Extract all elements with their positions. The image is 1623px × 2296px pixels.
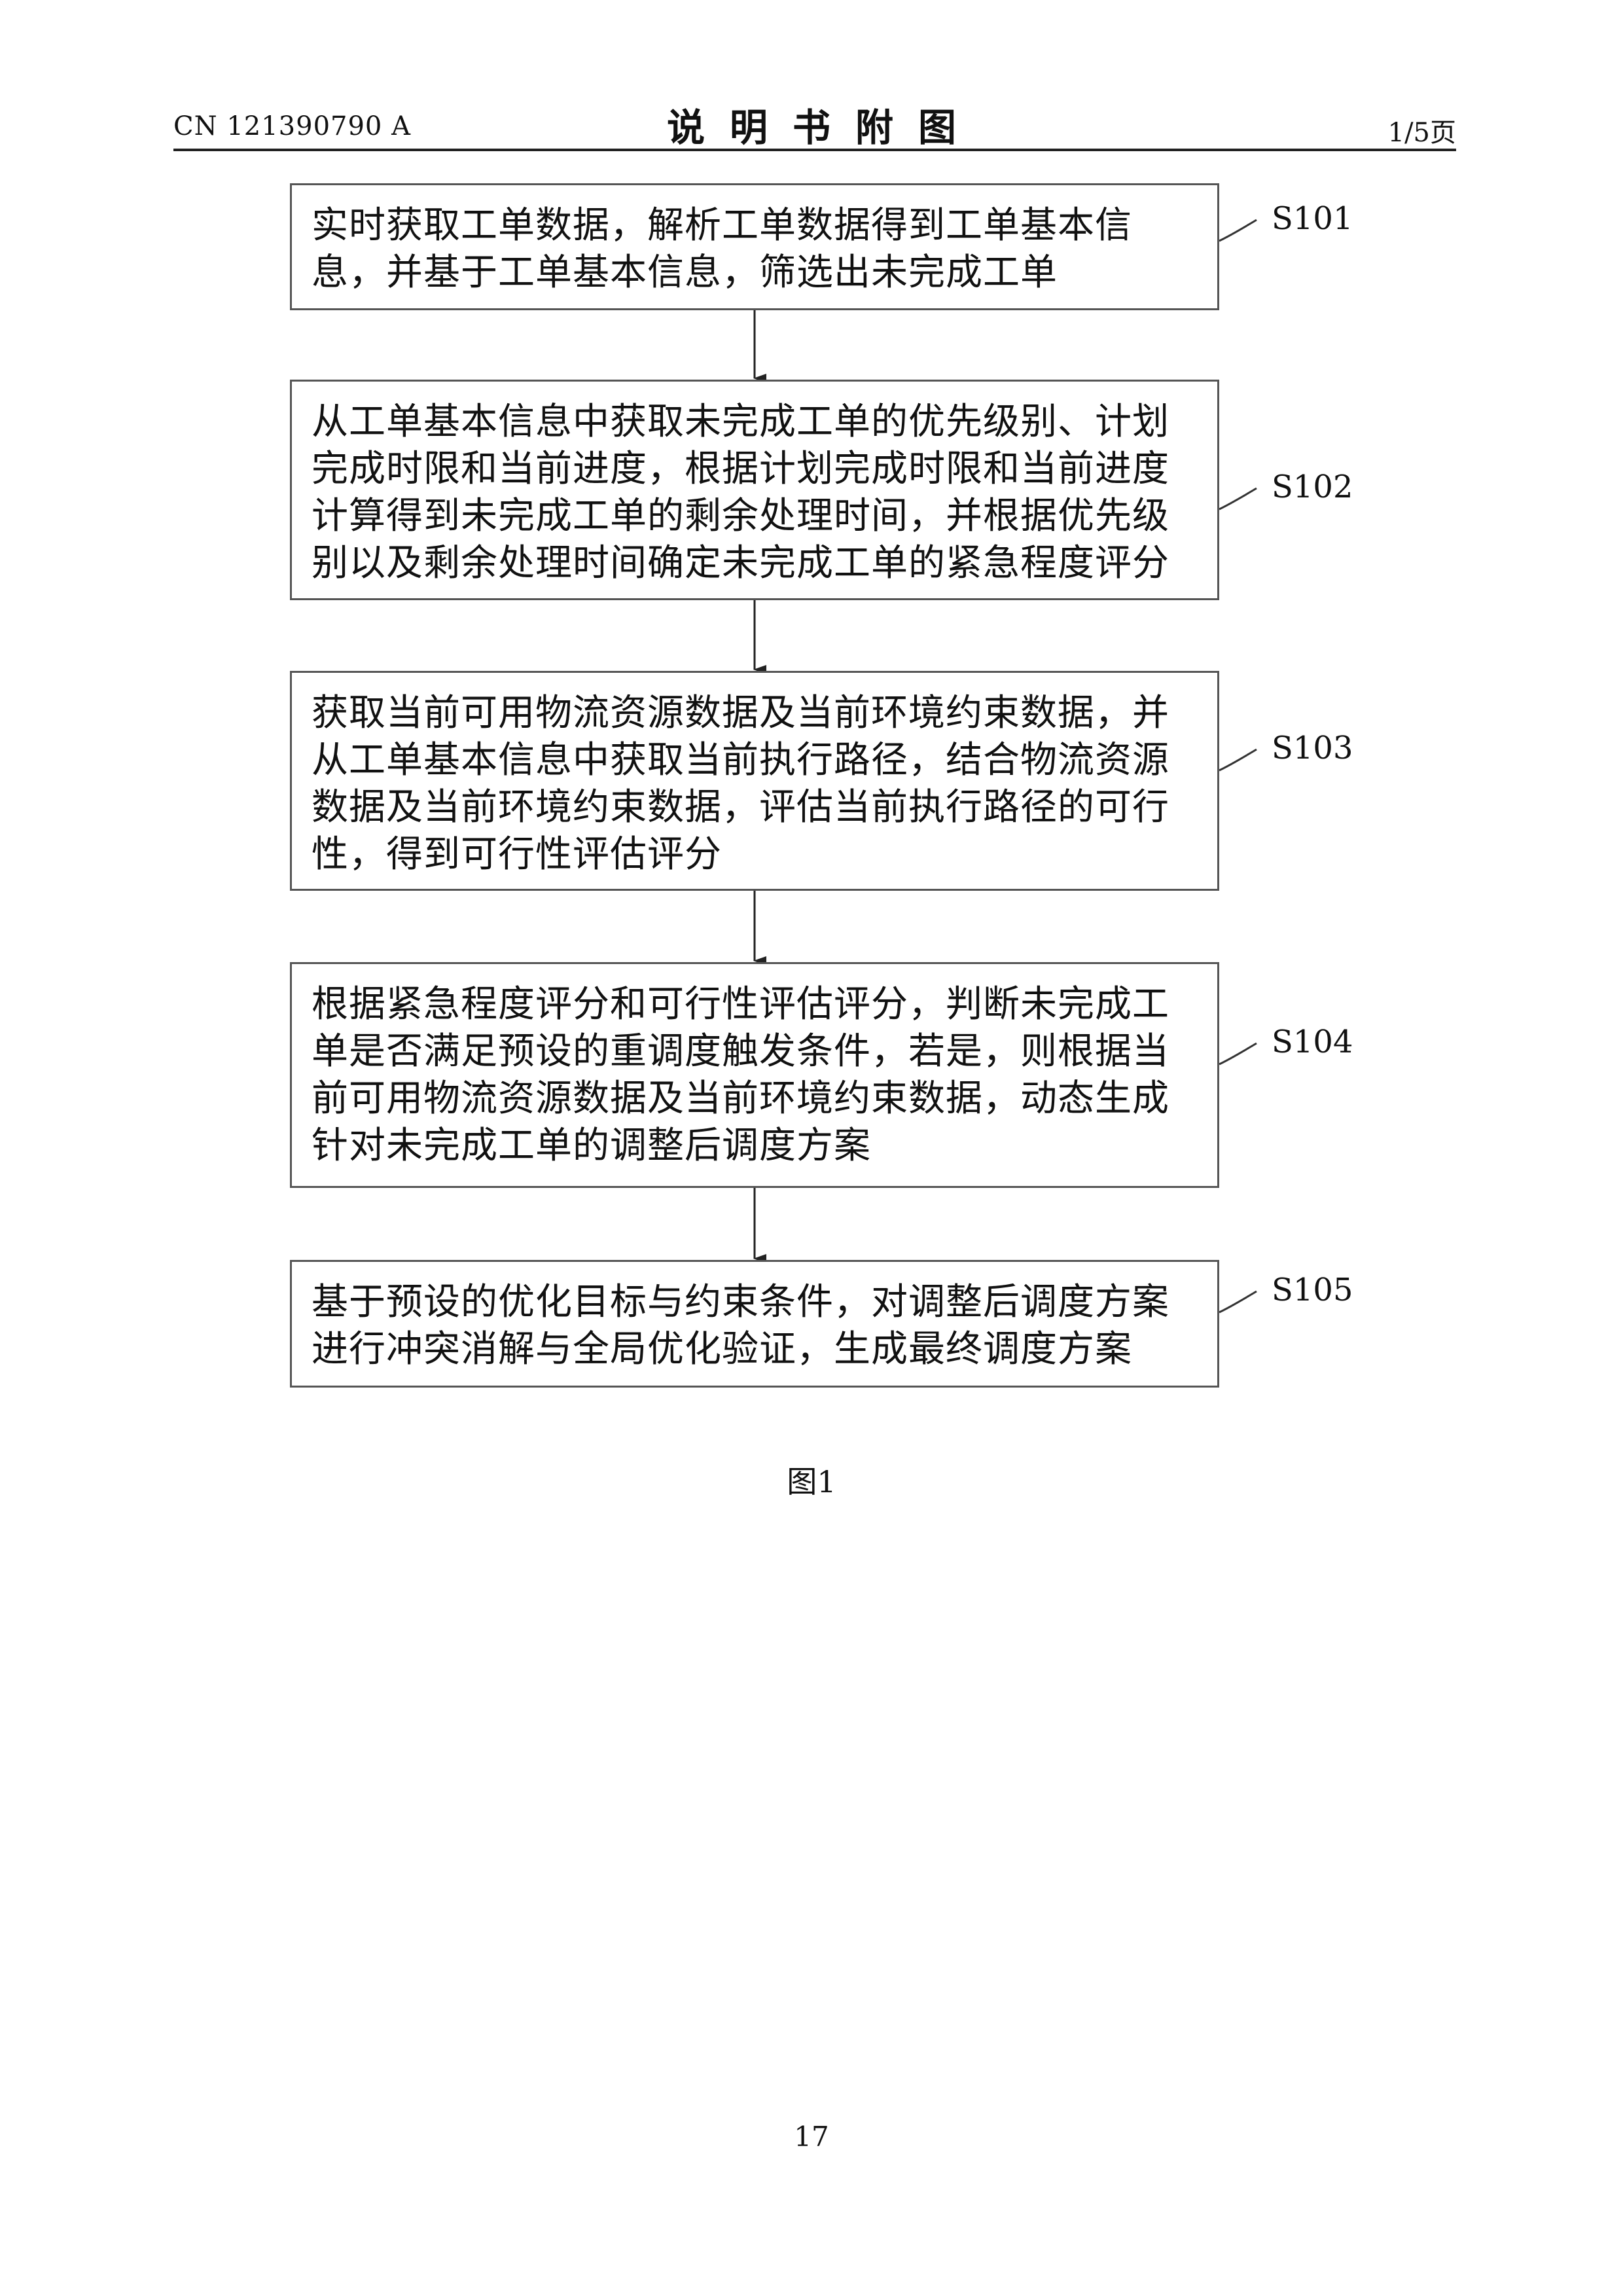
step-label-s104: S104 bbox=[1272, 1024, 1353, 1060]
page-number: 17 bbox=[0, 2121, 1623, 2153]
figure-caption: 图1 bbox=[0, 1458, 1623, 1501]
leader-s102 bbox=[1219, 488, 1257, 509]
step-box-s105: 基于预设的优化目标与约束条件，对调整后调度方案进行冲突消解与全局优化验证，生成最… bbox=[290, 1260, 1219, 1388]
step-label-s101: S101 bbox=[1272, 200, 1353, 237]
step-label-s103: S103 bbox=[1272, 730, 1353, 766]
leader-s104 bbox=[1219, 1043, 1257, 1064]
leader-s101 bbox=[1219, 220, 1257, 241]
step-text: 根据紧急程度评分和可行性评估评分，判断未完成工单是否满足预设的重调度触发条件，若… bbox=[312, 983, 1169, 1167]
step-label-s105: S105 bbox=[1272, 1272, 1353, 1308]
step-text: 获取当前可用物流资源数据及当前环境约束数据，并从工单基本信息中获取当前执行路径，… bbox=[312, 692, 1169, 876]
leader-s103 bbox=[1219, 749, 1257, 770]
step-box-s101: 实时获取工单数据，解析工单数据得到工单基本信息，并基于工单基本信息，筛选出未完成… bbox=[290, 183, 1219, 310]
step-text: 从工单基本信息中获取未完成工单的优先级别、计划完成时限和当前进度，根据计划完成时… bbox=[312, 401, 1169, 584]
step-box-s103: 获取当前可用物流资源数据及当前环境约束数据，并从工单基本信息中获取当前执行路径，… bbox=[290, 671, 1219, 891]
step-text: 基于预设的优化目标与约束条件，对调整后调度方案进行冲突消解与全局优化验证，生成最… bbox=[312, 1281, 1169, 1371]
step-box-s102: 从工单基本信息中获取未完成工单的优先级别、计划完成时限和当前进度，根据计划完成时… bbox=[290, 380, 1219, 600]
step-box-s104: 根据紧急程度评分和可行性评估评分，判断未完成工单是否满足预设的重调度触发条件，若… bbox=[290, 962, 1219, 1188]
step-label-s102: S102 bbox=[1272, 469, 1353, 505]
step-text: 实时获取工单数据，解析工单数据得到工单基本信息，并基于工单基本信息，筛选出未完成… bbox=[312, 204, 1132, 294]
leader-s105 bbox=[1219, 1291, 1257, 1312]
